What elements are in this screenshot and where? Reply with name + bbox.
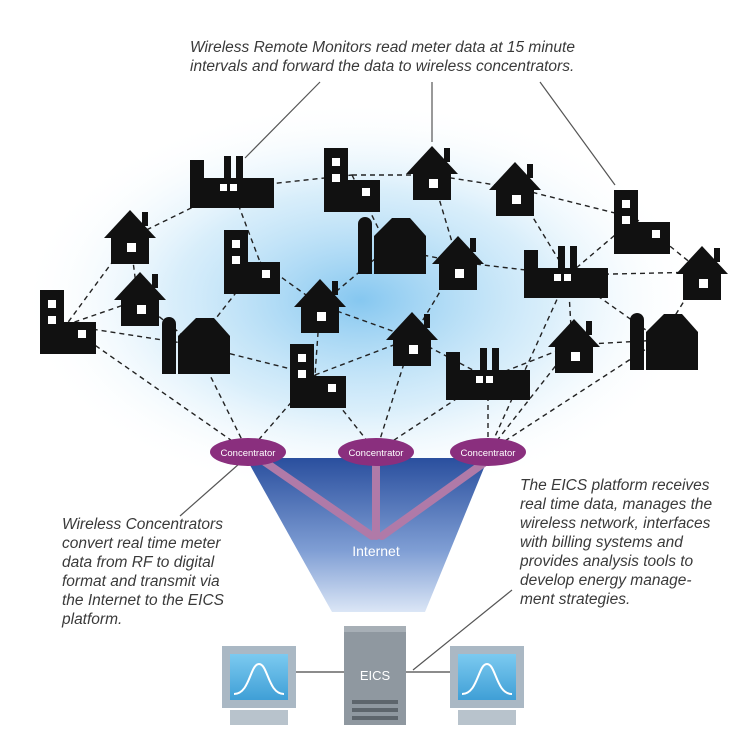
concentrator-label: Concentrator bbox=[461, 448, 516, 459]
caption-concentrators: Wireless Concentrators convert real time… bbox=[62, 516, 224, 628]
caption-eics-platform: The EICS platform receives real time dat… bbox=[520, 477, 713, 608]
barn-silo-icon bbox=[630, 313, 698, 370]
server-icon[interactable]: EICS bbox=[344, 626, 406, 725]
monitor-icon[interactable] bbox=[222, 646, 296, 725]
concentrator-1[interactable]: Concentrator bbox=[210, 438, 286, 466]
concentrator-2[interactable]: Concentrator bbox=[338, 438, 414, 466]
caption-remote-monitors: Wireless Remote Monitors read meter data… bbox=[190, 39, 575, 75]
server-label: EICS bbox=[360, 668, 391, 683]
monitor-icon[interactable] bbox=[450, 646, 524, 725]
concentrator-label: Concentrator bbox=[349, 448, 404, 459]
barn-silo-icon bbox=[358, 217, 426, 274]
concentrator-3[interactable]: Concentrator bbox=[450, 438, 526, 466]
internet-label: Internet bbox=[352, 543, 400, 559]
pointer-lines bbox=[179, 81, 616, 671]
concentrator-label: Concentrator bbox=[221, 448, 276, 459]
barn-silo-icon bbox=[162, 317, 230, 374]
concentrator-uplinks bbox=[258, 456, 492, 540]
